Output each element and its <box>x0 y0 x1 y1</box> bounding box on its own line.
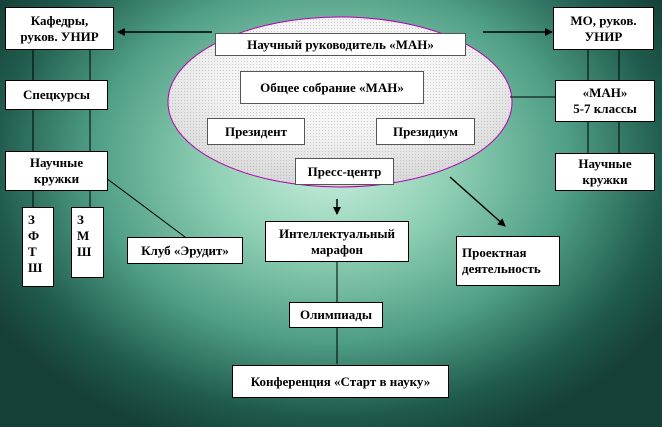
olympiads-box: Олимпиады <box>289 302 383 328</box>
scientific-leader-box: Научный руководитель «МАН» <box>215 33 466 56</box>
president-box: Президент <box>207 118 305 145</box>
press-center-box: Пресс-центр <box>295 158 394 185</box>
mo-leaders-box: МО, руков. УНИР <box>553 7 654 50</box>
departments-box: Кафедры, руков. УНИР <box>5 7 114 50</box>
man-grades-box: «МАН» 5-7 классы <box>555 80 655 122</box>
intellectual-marathon-box: Интеллектуальный марафон <box>265 221 409 262</box>
presidium-box: Президиум <box>376 118 475 145</box>
arrow-to-project <box>449 176 506 227</box>
zftsh-school-box: З Ф Т Ш <box>22 207 54 287</box>
general-assembly-box: Общее собрание «МАН» <box>240 71 424 104</box>
conference-box: Конференция «Старт в науку» <box>232 365 449 398</box>
special-courses-box: Спецкурсы <box>5 80 108 110</box>
right-science-clubs-box: Научные кружки <box>555 153 655 191</box>
zmsh-school-box: З М Ш <box>71 207 104 278</box>
project-activity-box: Проектная деятельность <box>456 236 560 286</box>
club-erudit-box: Клуб «Эрудит» <box>127 237 243 264</box>
left-science-clubs-box: Научные кружки <box>5 151 108 191</box>
